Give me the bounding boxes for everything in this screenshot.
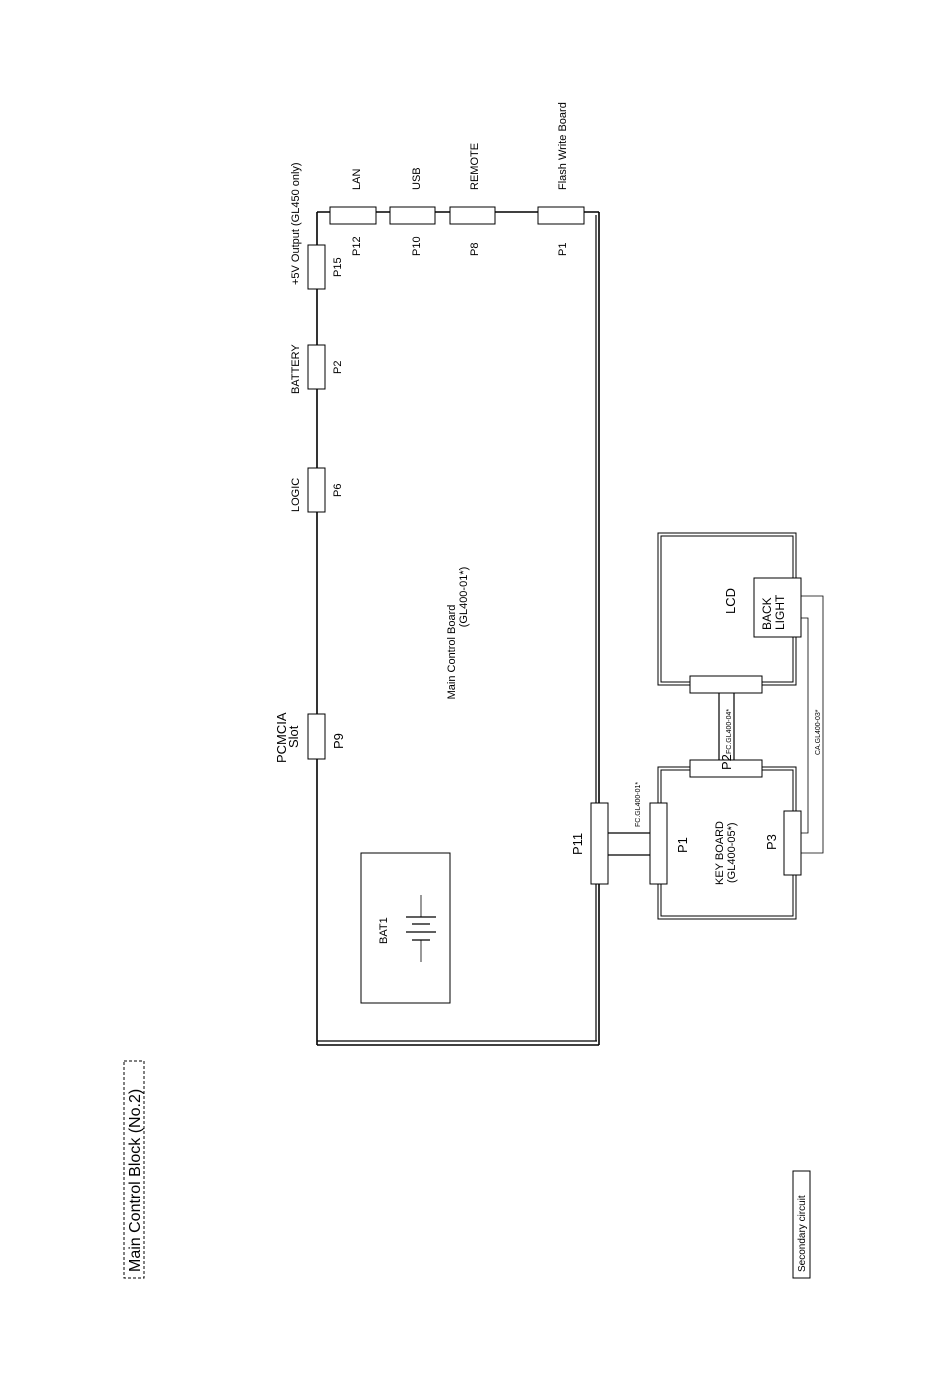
connector-p10-label: USB <box>411 167 423 190</box>
battery-block: BAT1 <box>361 853 450 1003</box>
connector-p1-flash: P1 Flash Write Board <box>538 102 584 256</box>
main-board-name: Main Control Board <box>446 605 458 700</box>
connector-p6: P6 LOGIC <box>290 468 344 512</box>
page-title: Main Control Block (No.2) <box>127 1089 144 1272</box>
keyboard-part: (GL400-05*) <box>726 822 738 883</box>
battery-icon <box>406 895 436 962</box>
keyboard-name: KEY BOARD <box>714 821 726 885</box>
connector-p8-label: REMOTE <box>469 143 481 190</box>
connector-p11-id: P11 <box>570 833 585 855</box>
keyboard-connector-p1: P1 <box>650 803 690 884</box>
connector-p10-id: P10 <box>411 236 423 256</box>
main-board-part: (GL400-01*) <box>458 567 470 628</box>
backlight-label-1: BACK <box>760 597 774 630</box>
keyboard-connector-p1-id: P1 <box>675 837 690 853</box>
connector-p12-label: LAN <box>351 169 363 190</box>
connector-p8-id: P8 <box>469 243 481 256</box>
backlight-cable-label: CA.GL400-03* <box>815 709 822 755</box>
keyboard-connector-p2-id: P2 <box>719 754 734 770</box>
connector-p9-id: P9 <box>331 733 346 749</box>
secondary-circuit-frame: Secondary circuit <box>793 1171 810 1278</box>
secondary-circuit-label: Secondary circuit <box>797 1195 808 1272</box>
battery-label: BAT1 <box>378 917 390 944</box>
connector-p11: P11 <box>570 803 608 884</box>
backlight-cable: CA.GL400-03* <box>801 596 823 853</box>
keyboard-connector-p2: P2 <box>690 754 762 777</box>
connector-p2-label: BATTERY <box>290 344 302 394</box>
connector-p6-id: P6 <box>332 484 344 497</box>
connector-p1-flash-id: P1 <box>557 243 569 256</box>
title-frame: Main Control Block (No.2) <box>124 1061 144 1278</box>
connector-p9: P9 PCMCIA Slot <box>274 712 346 763</box>
connector-p10: P10 USB <box>390 167 435 256</box>
keyboard-connector-p3: P3 <box>764 811 801 875</box>
connector-p8: P8 REMOTE <box>450 143 495 256</box>
connector-p15-id: P15 <box>332 257 344 277</box>
flex-cable-keyboard-label: FC.GL400-01* <box>635 782 642 827</box>
connector-p2: P2 BATTERY <box>290 344 344 394</box>
flex-cable-lcd: FC.GL400-04* <box>719 693 734 760</box>
connector-p12: P12 LAN <box>330 169 376 256</box>
backlight-block: BACK LIGHT <box>754 578 801 637</box>
connector-p1-flash-label: Flash Write Board <box>557 102 569 190</box>
lcd-name: LCD <box>723 588 738 614</box>
main-board-outline <box>317 212 599 1045</box>
connector-p6-label: LOGIC <box>290 478 302 512</box>
flex-cable-keyboard: FC.GL400-01* <box>608 782 650 855</box>
flex-cable-lcd-label: FC.GL400-04* <box>726 709 733 754</box>
connector-p9-label-2: Slot <box>286 725 301 748</box>
connector-p12-id: P12 <box>351 236 363 256</box>
keyboard-connector-p3-id: P3 <box>764 834 779 850</box>
connector-p2-id: P2 <box>332 361 344 374</box>
connector-p15-label: +5V Output (GL450 only) <box>290 162 302 285</box>
lcd-connector <box>690 676 762 693</box>
backlight-label-2: LIGHT <box>773 594 787 630</box>
